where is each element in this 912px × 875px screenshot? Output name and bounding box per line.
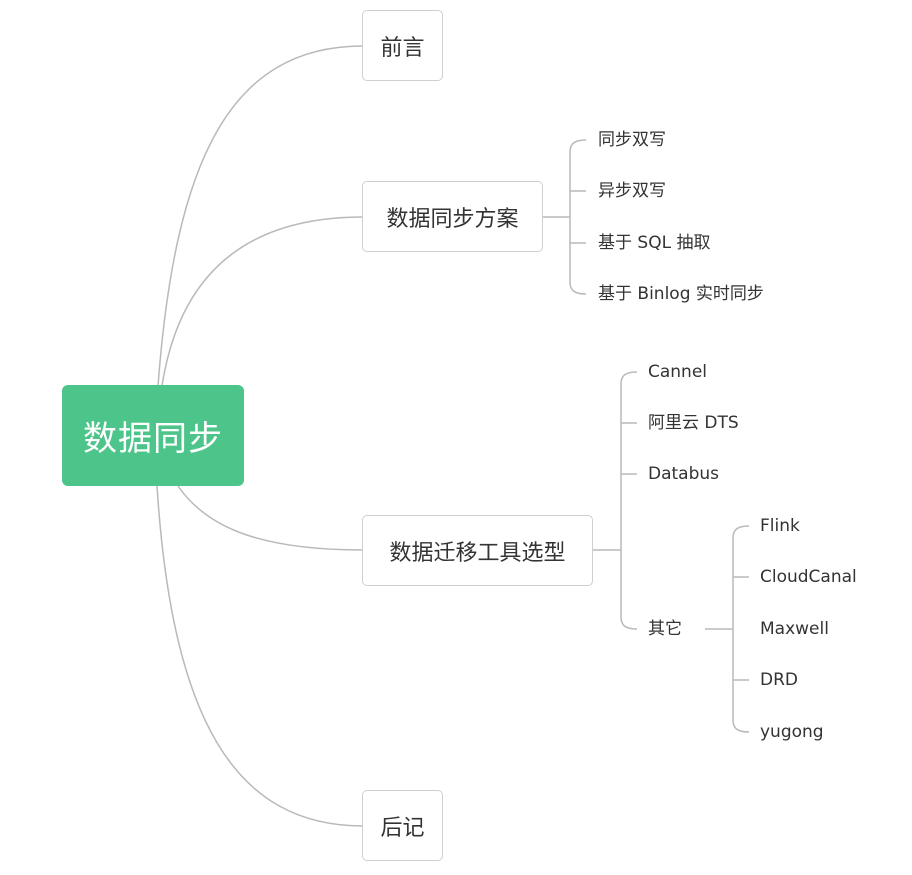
link-root-afterword [156, 485, 364, 827]
leaf-aliyun-dts[interactable]: 阿里云 DTS [648, 413, 739, 433]
link-root-preface [157, 45, 364, 387]
root-node[interactable]: 数据同步 [62, 385, 244, 486]
leaf-flink[interactable]: Flink [760, 516, 800, 536]
node-migration-tools-label: 数据迁移工具选型 [389, 540, 566, 566]
root-label: 数据同步 [83, 419, 223, 459]
leaf-yugong[interactable]: yugong [760, 722, 824, 742]
node-sync-plan[interactable]: 数据同步方案 [362, 181, 543, 252]
node-afterword[interactable]: 后记 [362, 790, 443, 861]
node-preface[interactable]: 前言 [362, 10, 443, 81]
leaf-async-double-write[interactable]: 异步双写 [598, 181, 666, 201]
node-afterword-label: 后记 [380, 815, 425, 841]
node-sync-plan-label: 数据同步方案 [386, 206, 519, 232]
leaf-binlog-realtime-sync[interactable]: 基于 Binlog 实时同步 [598, 284, 764, 304]
leaf-other[interactable]: 其它 [648, 619, 682, 639]
node-preface-label: 前言 [380, 35, 425, 61]
link-root-migration [177, 485, 364, 551]
link-root-sync-plan [161, 216, 364, 387]
leaf-maxwell[interactable]: Maxwell [760, 619, 829, 639]
leaf-cannel[interactable]: Cannel [648, 362, 708, 382]
leaf-drd[interactable]: DRD [760, 670, 798, 690]
link-sync-plan-bracket [569, 139, 587, 295]
leaf-sql-extraction[interactable]: 基于 SQL 抽取 [598, 233, 711, 253]
link-migration-bracket [620, 371, 638, 630]
leaf-databus[interactable]: Databus [648, 464, 720, 484]
leaf-sync-double-write[interactable]: 同步双写 [598, 130, 666, 150]
node-migration-tools[interactable]: 数据迁移工具选型 [362, 515, 593, 586]
leaf-cloudcanal[interactable]: CloudCanal [760, 567, 857, 587]
link-other-bracket [732, 525, 750, 733]
